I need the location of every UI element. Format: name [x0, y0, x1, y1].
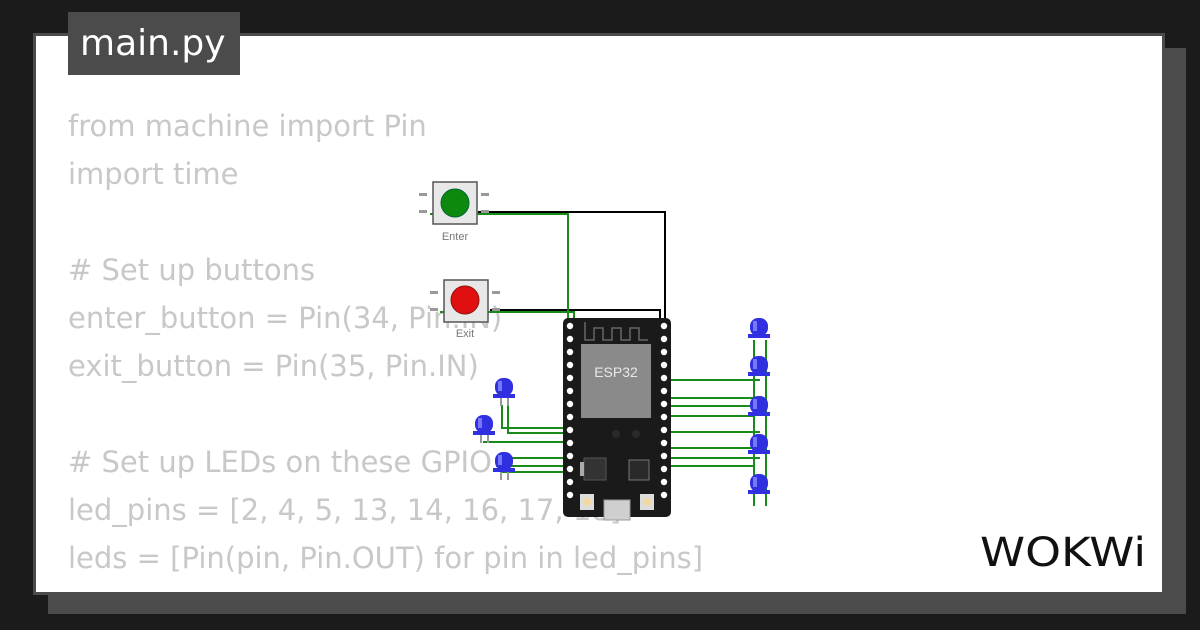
- code-line: # Set up LEDs on these GPIO: [68, 445, 492, 479]
- code-line: enter_button = Pin(34, Pin.IN): [68, 301, 503, 335]
- led-right-5[interactable]: [748, 474, 770, 494]
- wire-enter-black: [478, 211, 666, 322]
- esp32-left-pins: [566, 322, 574, 499]
- code-line: leds = [Pin(pin, Pin.OUT) for pin in led…: [68, 541, 704, 575]
- code-line: exit_button = Pin(35, Pin.IN): [68, 349, 479, 383]
- wire-left-led-1: [501, 405, 566, 429]
- enter-button-cap[interactable]: [440, 188, 470, 218]
- wokwi-logo: WOKWi: [980, 530, 1146, 574]
- wire-left-led-1b: [507, 405, 566, 434]
- led-left-3[interactable]: [493, 452, 515, 480]
- led-left-2[interactable]: [473, 415, 495, 443]
- led-right-4[interactable]: [748, 434, 770, 454]
- code-line: led_pins = [2, 4, 5, 13, 14, 16, 17, 18]: [68, 493, 622, 527]
- led-right-2[interactable]: [748, 356, 770, 376]
- code-line: import time: [68, 157, 239, 191]
- led-left-1[interactable]: [493, 378, 515, 406]
- code-line: from machine import Pin: [68, 109, 427, 143]
- enter-pushbutton[interactable]: [419, 181, 489, 225]
- code-preview: from machine import Pin import time # Se…: [68, 102, 703, 582]
- esp32-right-pins: [660, 322, 668, 499]
- led-right-3[interactable]: [748, 396, 770, 416]
- esp32-regulator: [583, 457, 607, 481]
- esp32-label: ESP32: [594, 364, 638, 380]
- esp32-module: [581, 344, 651, 418]
- enter-button-label: Enter: [442, 231, 469, 243]
- wokwi-logo-text: WOKWi: [980, 530, 1146, 574]
- esp32-usb-chip: [628, 459, 650, 481]
- code-line: # Set up buttons: [68, 253, 316, 287]
- exit-pushbutton[interactable]: [430, 279, 500, 323]
- exit-button-label: Exit: [456, 328, 474, 340]
- file-tab[interactable]: main.py: [68, 12, 240, 75]
- led-right-1[interactable]: [748, 318, 770, 338]
- esp32-usb-port: [603, 499, 631, 521]
- esp32-board[interactable]: ESP32: [563, 318, 671, 521]
- exit-button-cap[interactable]: [450, 285, 480, 315]
